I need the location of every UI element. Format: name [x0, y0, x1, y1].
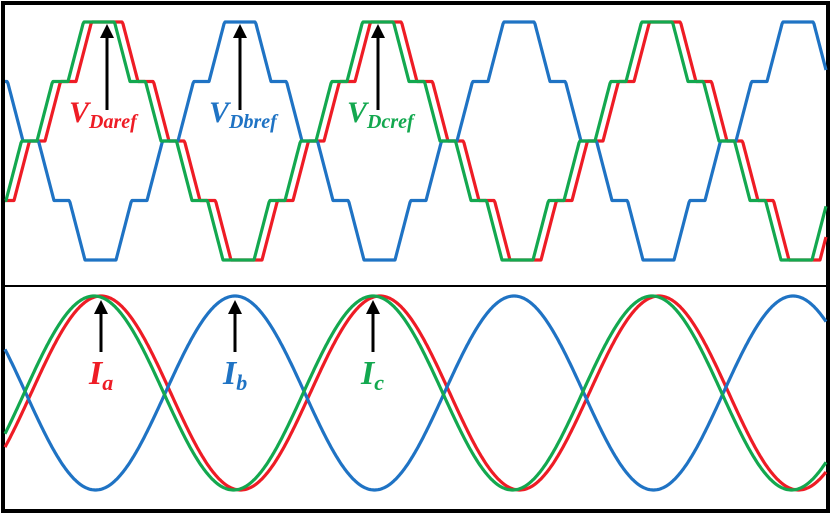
label-v-dcref: VDcref — [347, 96, 416, 133]
label-i-b-sub: b — [236, 370, 247, 395]
label-v-dcref-sub: Dcref — [366, 111, 416, 133]
peak-arrowhead-i-a — [94, 300, 108, 314]
series-line-i-c — [3, 294, 828, 492]
peak-arrowhead-v-daref — [100, 24, 114, 38]
label-i-a-main: I — [88, 355, 104, 392]
label-i-a: Ia — [88, 355, 113, 395]
label-v-dbref: VDbref — [209, 96, 279, 133]
peak-arrowhead-v-dcref — [371, 24, 385, 38]
series-line-v-dbref — [4, 20, 828, 262]
label-i-c-sub: c — [374, 370, 384, 395]
peak-arrowhead-i-c — [366, 300, 380, 314]
series-line-v-dcref — [4, 20, 828, 262]
voltage-reference-panel — [4, 20, 828, 262]
label-v-dcref-main: V — [347, 96, 370, 129]
label-i-c-main: I — [360, 355, 376, 392]
peak-arrowhead-i-b — [228, 300, 242, 314]
label-i-b-main: I — [222, 355, 238, 392]
label-i-b: Ib — [222, 355, 247, 395]
phase-current-panel — [3, 294, 828, 492]
label-v-daref: VDaref — [69, 96, 139, 133]
series-line-i-b — [3, 294, 828, 492]
label-v-daref-main: V — [69, 96, 92, 129]
label-v-daref-sub: Daref — [88, 111, 139, 133]
series-line-i-a — [3, 294, 828, 492]
label-i-c: Ic — [360, 355, 384, 395]
peak-arrowhead-v-dbref — [233, 24, 247, 38]
label-i-a-sub: a — [102, 370, 113, 395]
label-v-dbref-main: V — [209, 96, 232, 129]
label-v-dbref-sub: Dbref — [228, 111, 279, 133]
